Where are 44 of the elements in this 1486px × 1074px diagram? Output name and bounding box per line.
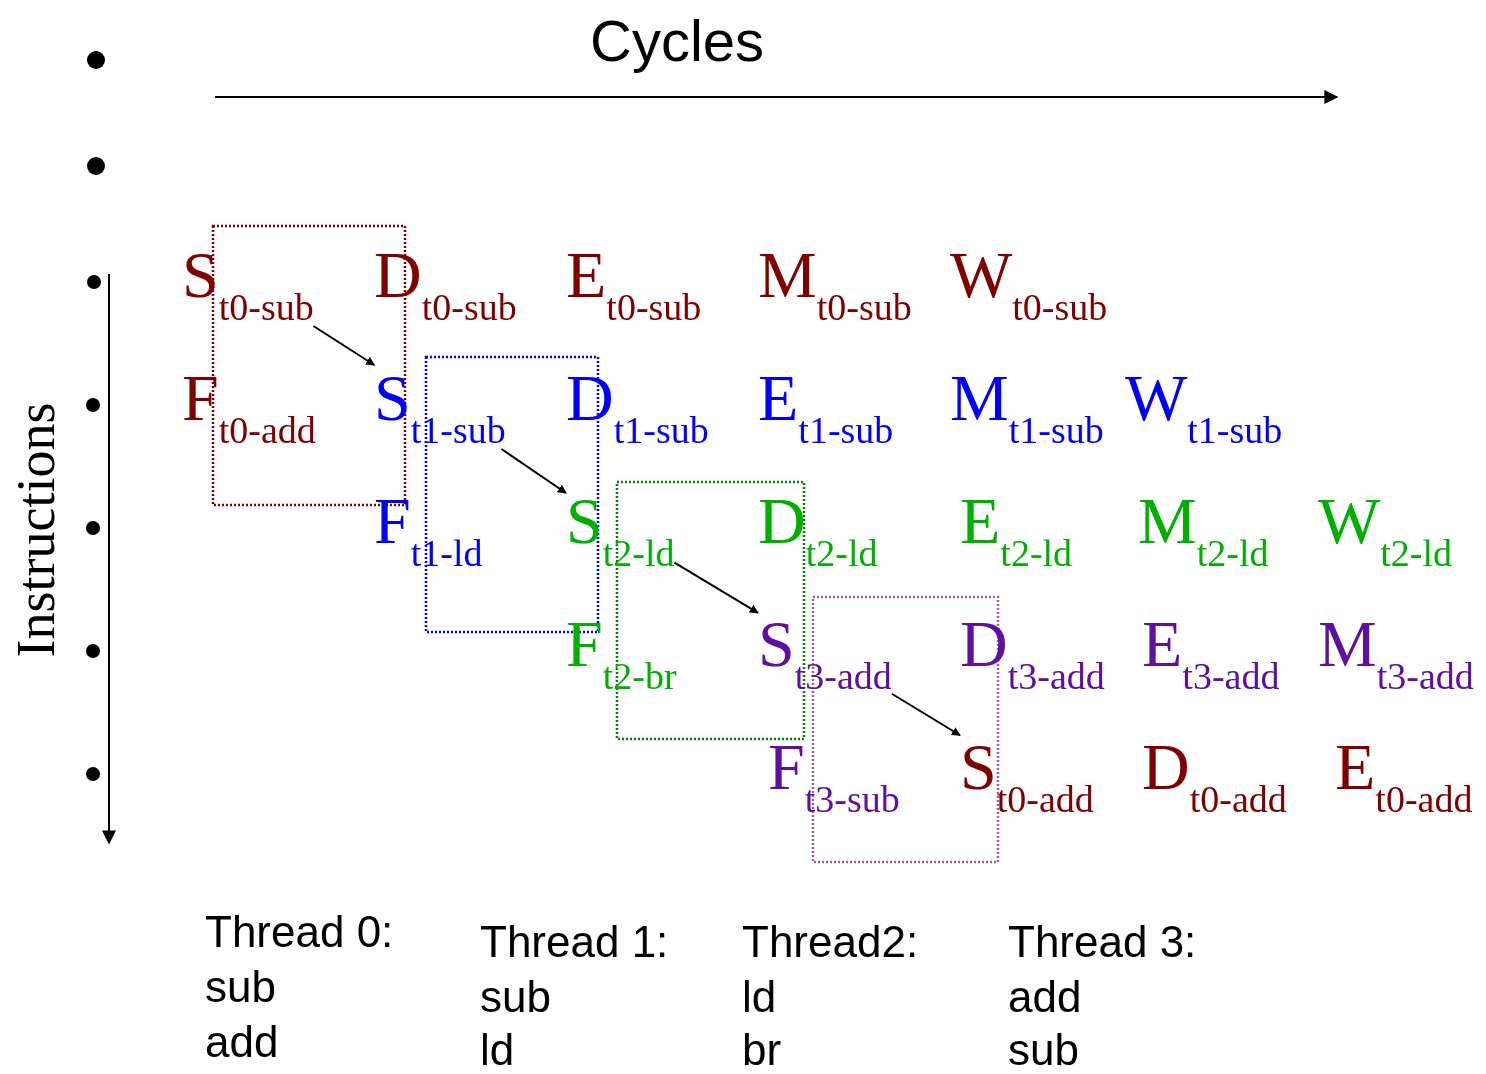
thread-instruction-text: ld	[742, 977, 777, 1017]
thread-instruction-text: sub	[1008, 1030, 1079, 1070]
stage-label: S$_{t0-sub}$	[182, 242, 314, 326]
stage-label: E$_{t2-ld}$	[960, 488, 1073, 572]
stage-label: W$_{t0-sub}$	[950, 242, 1108, 326]
stage-label: M$_{t1-sub}$	[950, 365, 1104, 449]
thread-instruction-text: Thread 0:	[205, 912, 394, 952]
stage-label: S$_{t1-sub}$	[374, 365, 506, 449]
arrow	[312, 325, 376, 366]
thread-instruction-text: sub	[480, 977, 551, 1017]
arrow	[673, 561, 759, 614]
stage-label: S$_{t3-add}$	[758, 611, 892, 695]
stage-label: F$_{t0-add}$	[182, 365, 316, 449]
stage-label: M$_{t0-sub}$	[758, 242, 912, 326]
stage-label: M$_{t3-add}$	[1318, 611, 1474, 695]
arrow	[500, 448, 567, 494]
stage-label: M$_{t2-ld}$	[1138, 488, 1269, 572]
thread-instruction-text: sub	[205, 967, 276, 1007]
stage-label: F$_{t2-br}$	[566, 611, 677, 695]
stage-label: S$_{t0-add}$	[960, 734, 1094, 818]
stage-label: E$_{t0-add}$	[1335, 734, 1473, 818]
stage-label: E$_{t3-add}$	[1142, 611, 1280, 695]
stage-label: S$_{t2-ld}$	[566, 488, 675, 572]
axis-title: Cycles	[590, 8, 765, 75]
thread-instruction-text: ld	[480, 1030, 515, 1070]
thread-instruction-text: Thread2:	[742, 922, 919, 962]
axis-title: Instructions	[4, 402, 67, 658]
stage-label: D$_{t3-add}$	[960, 611, 1105, 695]
thread-instruction-text: add	[205, 1022, 279, 1062]
stage-label: E$_{t0-sub}$	[566, 242, 702, 326]
stage-label: F$_{t3-sub}$	[768, 734, 900, 818]
stage-label: E$_{t1-sub}$	[758, 365, 894, 449]
thread-instruction-text: Thread 1:	[480, 922, 669, 962]
thread-instruction-text: Thread 3:	[1008, 922, 1197, 962]
stage-label: D$_{t0-add}$	[1142, 734, 1287, 818]
thread-instruction-text: add	[1008, 977, 1082, 1017]
stage-label: D$_{t1-sub}$	[566, 365, 709, 449]
stage-label: W$_{t1-sub}$	[1125, 365, 1283, 449]
stage-label: W$_{t2-ld}$	[1318, 488, 1453, 572]
arrow	[890, 692, 961, 737]
stage-label: F$_{t1-ld}$	[374, 488, 483, 572]
thread-instruction-text: br	[742, 1030, 782, 1070]
stage-label: D$_{t2-ld}$	[758, 488, 878, 572]
stage-label: D$_{t0-sub}$	[374, 242, 517, 326]
